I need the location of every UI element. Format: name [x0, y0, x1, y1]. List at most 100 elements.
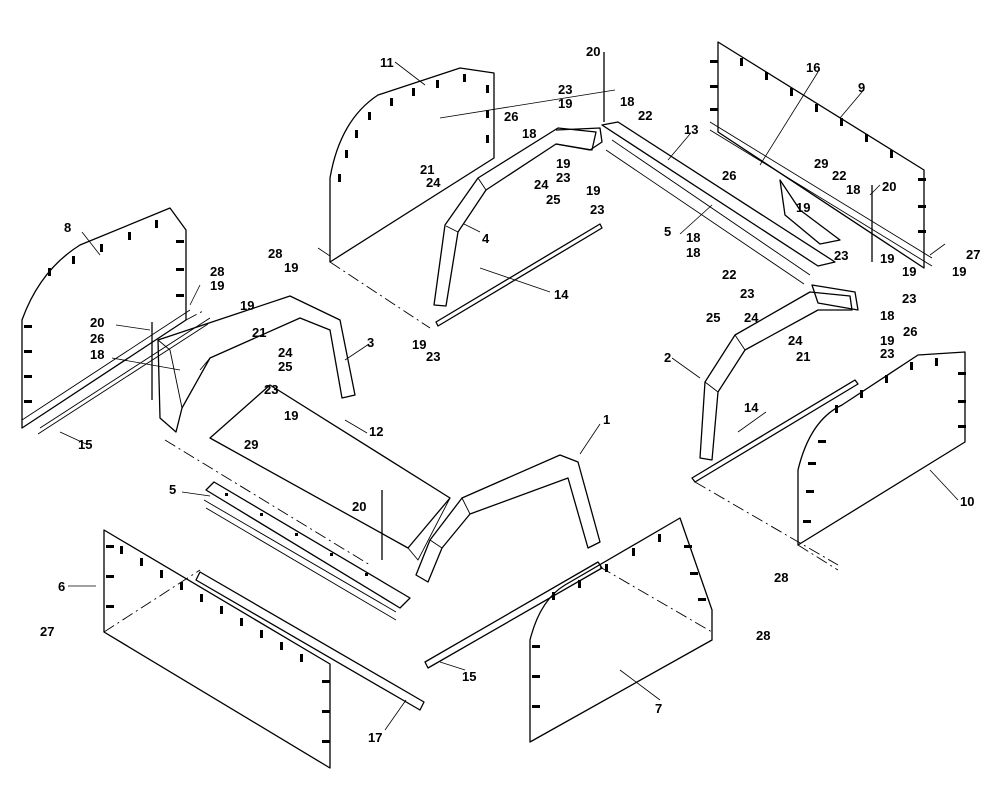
hw-label: 19: [284, 260, 298, 275]
vertical-rods: [151, 52, 873, 560]
callout-20-right: 20: [882, 179, 896, 194]
panel-6: [103, 529, 331, 769]
hw-label: 19: [586, 183, 600, 198]
hw-label: 21: [252, 325, 266, 340]
arch-4: [433, 127, 603, 307]
assembly-centerlines: [103, 261, 839, 633]
callout-17: 17: [368, 730, 382, 745]
hw-label: 22: [832, 168, 846, 183]
callout-2: 2: [664, 350, 671, 365]
hw-label: 19: [952, 264, 966, 279]
hw-label: 19: [558, 96, 572, 111]
callout-9: 9: [858, 80, 865, 95]
callout-20-center: 20: [352, 499, 366, 514]
callout-20-top: 20: [586, 44, 600, 59]
hw-label: 24: [788, 333, 803, 348]
arch-2: [699, 291, 853, 461]
callout-29-center: 29: [244, 437, 258, 452]
panel-8: [21, 207, 211, 435]
hw-label: 25: [546, 192, 560, 207]
callout-3: 3: [367, 335, 374, 350]
hw-label: 26: [722, 168, 736, 183]
hw-label: 19: [796, 200, 810, 215]
callout-20-left: 20: [90, 315, 104, 330]
hw-label: 23: [590, 202, 604, 217]
hw-label: 18: [90, 347, 104, 362]
hw-label: 23: [426, 349, 440, 364]
hw-label: 18: [686, 245, 700, 260]
callout-5-lower: 5: [169, 482, 176, 497]
hw-label: 19: [240, 298, 254, 313]
hw-label: 24: [534, 177, 549, 192]
hw-label: 26: [90, 331, 104, 346]
panel-11: [329, 67, 495, 263]
hw-label: 25: [706, 310, 720, 325]
hw-label: 24: [278, 345, 293, 360]
hw-label: 19: [284, 408, 298, 423]
callout-11: 11: [380, 55, 394, 70]
hw-label: 19: [902, 264, 916, 279]
callout-10: 10: [960, 494, 974, 509]
panel-7: [529, 517, 713, 743]
rail-5-lower: [203, 481, 411, 621]
callout-28-left: 28: [210, 264, 224, 279]
callout-12: 12: [369, 424, 383, 439]
hw-label: 23: [264, 382, 278, 397]
hw-label: 23: [834, 248, 848, 263]
arch-1: [415, 454, 601, 583]
callout-15-lower: 15: [462, 669, 476, 684]
panel-12: [209, 384, 451, 561]
hw-label: 26: [504, 109, 518, 124]
callout-labels: 1 2 3 4 5 5 6 7 8 9 10 11 12 13 14 14 15…: [40, 44, 980, 745]
hw-label: 23: [902, 291, 916, 306]
hw-label: 22: [722, 267, 736, 282]
callout-14-right: 14: [744, 400, 759, 415]
bar-15-lower: [424, 561, 603, 669]
callout-8: 8: [64, 220, 71, 235]
hw-label: 21: [796, 349, 810, 364]
hw-label: 21: [420, 162, 434, 177]
callout-28-bottom: 28: [756, 628, 770, 643]
bracket-top-right: [779, 179, 859, 311]
hw-label: 23: [740, 286, 754, 301]
callout-14-upper: 14: [554, 287, 569, 302]
hw-label: 18: [522, 126, 536, 141]
arch-3: [157, 295, 356, 433]
hw-label: 19: [412, 337, 426, 352]
callout-28-right: 28: [774, 570, 788, 585]
hw-label: 19: [880, 251, 894, 266]
hw-label: 19: [210, 278, 224, 293]
hw-label: 24: [744, 310, 759, 325]
hw-label: 24: [426, 175, 441, 190]
bar-14-right: [691, 379, 859, 483]
rail-13: [601, 121, 836, 285]
callout-5-upper: 5: [664, 224, 671, 239]
callout-13: 13: [684, 122, 698, 137]
hw-label: 25: [278, 359, 292, 374]
hw-label: 18: [620, 94, 634, 109]
hw-label: 23: [558, 82, 572, 97]
callout-27-left: 27: [40, 624, 54, 639]
panel-9: [709, 41, 933, 269]
callout-29-right: 29: [814, 156, 828, 171]
callout-27-right: 27: [966, 247, 980, 262]
callout-16: 16: [806, 60, 820, 75]
callout-15-left: 15: [78, 437, 92, 452]
callout-6: 6: [58, 579, 65, 594]
hw-label: 22: [638, 108, 652, 123]
panel-10: [797, 351, 966, 546]
hw-label: 26: [903, 324, 917, 339]
hw-label: 19: [556, 156, 570, 171]
hw-label: 23: [880, 346, 894, 361]
hw-label: 18: [880, 308, 894, 323]
bar-14-upper: [435, 223, 603, 327]
hw-label: 23: [556, 170, 570, 185]
hw-label: 18: [846, 182, 860, 197]
bar-17: [195, 571, 425, 711]
callout-28-top: 28: [268, 246, 282, 261]
callout-4: 4: [482, 231, 490, 246]
leader-lines: [59, 61, 959, 731]
callout-7: 7: [655, 701, 662, 716]
hw-label: 18: [686, 230, 700, 245]
